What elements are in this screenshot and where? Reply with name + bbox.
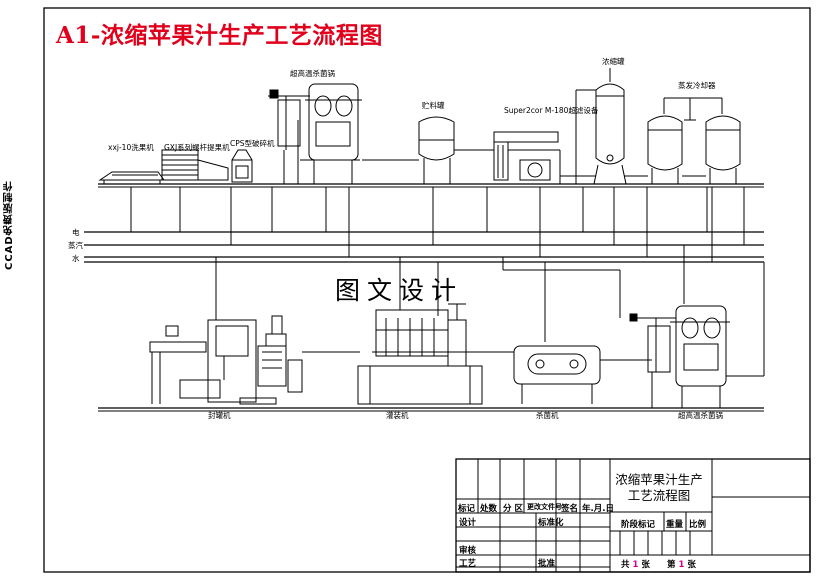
side-brand-text: CCAD免费版制作 <box>4 180 15 270</box>
tb-stage-mark-label: 阶段标记 <box>621 520 656 530</box>
tb-header-count: 处数 <box>480 504 498 514</box>
label-concentration-tank: 浓缩罐 <box>602 56 625 66</box>
tb-sheet-total-value: 1 <box>632 560 639 570</box>
tb-sheet-total-suffix: 张 <box>641 560 650 570</box>
tb-header-signature: 签名 <box>561 504 579 514</box>
tb-weight-label: 重量 <box>666 520 684 530</box>
tb-standardization-label: 标准化 <box>538 518 564 528</box>
lower-drops <box>215 245 765 377</box>
label-filler: 灌装机 <box>386 410 409 420</box>
filling-machine <box>357 303 514 405</box>
ultrafilter-unit <box>493 131 561 184</box>
label-ultrafilter: Super2cor M-180超滤设备 <box>504 105 599 115</box>
tb-sheet-no-prefix: 第 <box>667 560 676 570</box>
tb-header-date: 年.月.日 <box>582 504 614 514</box>
tunnel-sterilizer <box>513 345 652 404</box>
watermark-text: 图文设计 <box>335 276 464 305</box>
pipe-label-steam: 蒸汽 <box>68 240 83 250</box>
storage-tank-small <box>418 116 455 184</box>
sterilizer-bottom <box>629 305 730 408</box>
tb-header-change-doc: 更改文件号 <box>527 503 562 511</box>
upper-pipes <box>362 149 706 177</box>
tb-sheet-number: 第 1 张 <box>667 558 696 570</box>
drawing-name: 浓缩苹果汁生产工艺流程图 <box>615 472 703 503</box>
tb-scale-label: 比例 <box>689 520 707 530</box>
pipe-label-water: 水 <box>72 253 80 263</box>
title-block-grid <box>455 458 811 573</box>
label-sterilizer-bottom: 超高温杀菌锅 <box>678 410 723 420</box>
crusher-machine <box>231 149 253 183</box>
tb-design-label: 设计 <box>459 518 477 528</box>
label-storage-tank: 贮料罐 <box>422 100 445 110</box>
tb-header-mark: 标记 <box>458 504 476 514</box>
label-washer: xxj-10洗果机 <box>108 142 154 152</box>
page-title: A1-浓缩苹果汁生产工艺流程图 <box>56 22 383 49</box>
label-elevator: GXJ系列螺杆提果机 <box>164 142 230 152</box>
drawing-border <box>43 7 811 573</box>
label-sterilizer-top: 超高温杀菌锅 <box>290 68 335 78</box>
tb-process-label: 工艺 <box>459 559 477 569</box>
tb-approve-label: 批准 <box>538 559 556 569</box>
utility-drops <box>130 187 745 262</box>
utility-lines <box>84 231 764 263</box>
washer-machine <box>98 171 165 184</box>
tb-sheet-total: 共 1 张 <box>621 558 650 570</box>
concentration-tank <box>575 68 627 185</box>
tb-review-label: 审核 <box>459 546 477 556</box>
evaporator-tanks <box>647 97 741 184</box>
tb-header-zone: 分 区 <box>503 504 523 514</box>
pipe-label-electric: 电 <box>72 227 80 237</box>
sterilizer-top <box>268 83 362 184</box>
label-crusher: CPS型破碎机 <box>230 138 275 148</box>
label-evaporator: 蒸发冷却器 <box>678 80 716 90</box>
tb-sheet-total-prefix: 共 <box>621 560 630 570</box>
sealing-machine <box>149 315 360 405</box>
label-tunnel-sterilizer: 杀菌机 <box>536 410 559 420</box>
elevator-machine <box>161 149 229 181</box>
label-sealer: 封罐机 <box>208 410 231 420</box>
tb-sheet-no-suffix: 张 <box>687 560 696 570</box>
tb-sheet-no-value: 1 <box>678 560 685 570</box>
